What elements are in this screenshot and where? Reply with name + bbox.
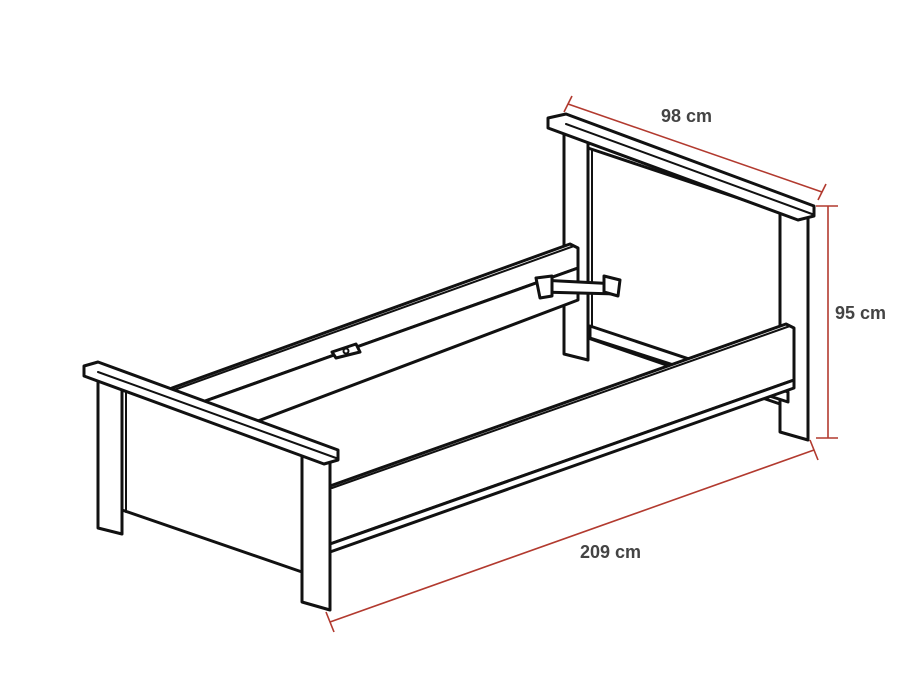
width-tick-left	[563, 95, 573, 113]
width-tick-right	[817, 183, 827, 201]
length-tick-left	[325, 611, 335, 633]
footboard-cap-edge	[97, 371, 337, 459]
front-rail-top-edge	[331, 325, 791, 489]
bracket-left-tab	[534, 274, 554, 300]
slat-bracket	[330, 342, 362, 360]
length-tick-right	[809, 439, 819, 461]
bracket-right-tab	[602, 274, 622, 298]
footboard-right-post	[300, 450, 332, 612]
length-label: 209 cm	[580, 542, 642, 562]
back-rail-top-edge	[173, 245, 575, 391]
width-label: 98 cm	[661, 106, 713, 126]
footboard	[82, 360, 340, 612]
footboard-left-post	[96, 372, 124, 536]
width-dimension-line	[567, 103, 823, 193]
headboard-right-post	[778, 204, 810, 442]
front-side-rail	[328, 322, 796, 554]
dimension-height	[816, 205, 838, 439]
height-label: 95 cm	[835, 303, 887, 323]
back-rail-face	[170, 242, 580, 412]
dimension-length	[325, 439, 819, 633]
slat-bracket-plate	[330, 342, 362, 360]
headboard-cap-edge	[565, 123, 813, 215]
dimension-width	[563, 95, 827, 201]
metal-bracket	[534, 274, 622, 300]
length-dimension-line	[329, 449, 815, 623]
back-side-rail	[170, 242, 580, 412]
slat-base	[178, 266, 580, 426]
slat-bracket-hole	[342, 347, 350, 355]
